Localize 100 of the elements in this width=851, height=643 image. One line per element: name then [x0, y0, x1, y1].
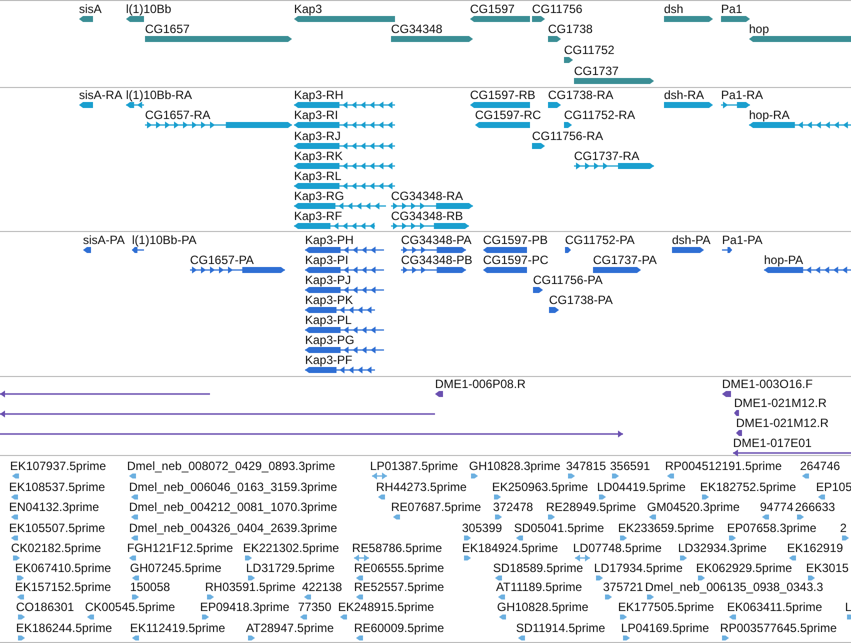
- protein-label: hop-PA: [764, 253, 804, 267]
- est-label: RH44273.5prime: [376, 480, 467, 494]
- est-label: CK00545.5prime: [85, 600, 176, 614]
- est-label: 347815: [566, 459, 606, 473]
- est-label: EK108537.5prime: [9, 480, 106, 494]
- est-label: LD31729.5prime: [246, 561, 335, 575]
- transcript-label: Kap3-RI: [294, 108, 338, 122]
- gene-label: CG11752: [564, 43, 614, 57]
- transcript-label: l(1)10Bb-RA: [126, 88, 192, 102]
- est-label: EK162919: [787, 541, 844, 555]
- est-label: 266633: [795, 500, 836, 514]
- protein-label: CG34348-PA: [401, 233, 472, 247]
- transcript-label: CG1657-RA: [145, 108, 210, 122]
- gene-label: CG1657: [145, 22, 190, 36]
- transcript-label: CG34348-RA: [391, 189, 464, 203]
- protein-label: l(1)10Bb-PA: [132, 233, 196, 247]
- est-label: EK248915.5prime: [338, 600, 434, 614]
- est-label: EK221302.5prime: [243, 541, 340, 555]
- protein-label: CG1597-PC: [483, 253, 548, 267]
- est-label: LD32934.3prime: [678, 541, 767, 555]
- est-label: LP01387.5prime: [370, 459, 458, 473]
- est-label: AT11189.5prime: [496, 580, 582, 594]
- est-label: EK157152.5prime: [15, 580, 112, 594]
- est-label: EK062929.5prime: [696, 561, 792, 575]
- est-label: RE60009.5prime: [354, 621, 444, 635]
- gene-label: CG34348: [391, 22, 442, 36]
- protein-label: CG1737-PA: [593, 253, 657, 267]
- gene-label: hop: [749, 22, 770, 36]
- est-label: FGH121F12.5prime: [127, 541, 234, 555]
- est-label: EK112419.5prime: [130, 621, 226, 635]
- est-label: AT28947.5prime: [246, 621, 334, 635]
- est-label: EK3015: [806, 561, 849, 575]
- est-label: RE06555.5prime: [354, 561, 444, 575]
- est-label: RP003577645.5prime: [720, 621, 837, 635]
- est-label: GH10828.3prime: [469, 459, 560, 473]
- clone-label: DME1-021M12.R: [736, 416, 829, 430]
- est-label: RE52557.5prime: [354, 580, 444, 594]
- transcript-label: CG1597-RC: [475, 108, 542, 122]
- transcript-label: CG11756-RA: [532, 129, 604, 143]
- est-label: SD05041.5prime: [514, 521, 604, 535]
- protein-label: Pa1-PA: [722, 233, 762, 247]
- est-label: 356591: [610, 459, 650, 473]
- est-label: CK02182.5prime: [11, 541, 102, 555]
- est-label: LD17934.5prime: [594, 561, 683, 575]
- transcript-label: Pa1-RA: [721, 88, 764, 102]
- protein-label: dsh-PA: [672, 233, 710, 247]
- est-label: RE07687.5prime: [391, 500, 482, 514]
- transcript-label: CG11752-RA: [564, 108, 636, 122]
- est-label: EK177505.5prime: [618, 600, 714, 614]
- est-label: EK107937.5prime: [10, 459, 106, 473]
- est-label: Dmel_neb_006046_0163_3159.3prime: [129, 480, 338, 494]
- gene-label: CG1738: [548, 22, 593, 36]
- est-label: EK250963.5prime: [492, 480, 588, 494]
- est-label: LD07748.5prime: [573, 541, 662, 555]
- est-label: RH03591.5prime: [205, 580, 296, 594]
- est-label: Dmel_neb_004326_0404_2639.3prime: [129, 521, 338, 535]
- transcript-label: sisA-RA: [79, 88, 122, 102]
- est-label: EP07658.3prime: [727, 521, 816, 535]
- transcript-label: CG1738-RA: [548, 88, 614, 102]
- est-label: LP04169.5prime: [621, 621, 710, 635]
- transcript-label: Kap3-RL: [294, 169, 342, 183]
- est-label: 372478: [493, 500, 534, 514]
- est-label: 375721: [603, 580, 644, 594]
- est-label: 305399: [462, 521, 502, 535]
- est-label: 264746: [800, 459, 840, 473]
- protein-label: Kap3-PF: [305, 353, 352, 367]
- est-label: CO186301: [16, 600, 74, 614]
- est-label: 2: [840, 521, 847, 535]
- est-label: EK184924.5prime: [462, 541, 558, 555]
- protein-label: CG1738-PA: [549, 293, 613, 307]
- protein-label: CG11752-PA: [565, 233, 635, 247]
- clone-label: DME1-017E01: [733, 436, 812, 450]
- protein-label: CG1597-PB: [483, 233, 548, 247]
- est-label: GM04520.3prime: [647, 500, 740, 514]
- protein-label: CG11756-PA: [533, 273, 603, 287]
- transcript-label: CG1597-RB: [470, 88, 536, 102]
- est-label: 150058: [130, 580, 170, 594]
- protein-label: Kap3-PH: [305, 233, 354, 247]
- est-label: EK067410.5prime: [15, 561, 112, 575]
- transcript-label: dsh-RA: [664, 88, 704, 102]
- est-label: SD11914.5prime: [516, 621, 606, 635]
- gene-label: CG11756: [532, 2, 582, 16]
- transcript-label: Kap3-RK: [294, 149, 343, 163]
- transcript-label: Kap3-RF: [294, 209, 342, 223]
- est-label: L: [845, 600, 851, 614]
- protein-label: Kap3-PG: [305, 333, 354, 347]
- protein-label: Kap3-PL: [305, 313, 352, 327]
- est-label: EK105507.5prime: [9, 521, 106, 535]
- protein-label: CG1657-PA: [190, 253, 254, 267]
- est-label: EK063411.5prime: [727, 600, 822, 614]
- protein-label: CG34348-PB: [401, 253, 472, 267]
- transcript-label: CG1737-RA: [574, 149, 640, 163]
- est-label: 422138: [302, 580, 342, 594]
- est-label: GH10828.5prime: [497, 600, 588, 614]
- est-label: Dmel_neb_006135_0938_0343.3: [645, 580, 824, 594]
- est-label: EN04132.3prime: [9, 500, 100, 514]
- gene-label: l(1)10Bb: [126, 2, 172, 16]
- est-label: EP09418.3prime: [200, 600, 290, 614]
- est-label: RP004512191.5prime: [665, 459, 782, 473]
- gene-label: Kap3: [294, 2, 322, 16]
